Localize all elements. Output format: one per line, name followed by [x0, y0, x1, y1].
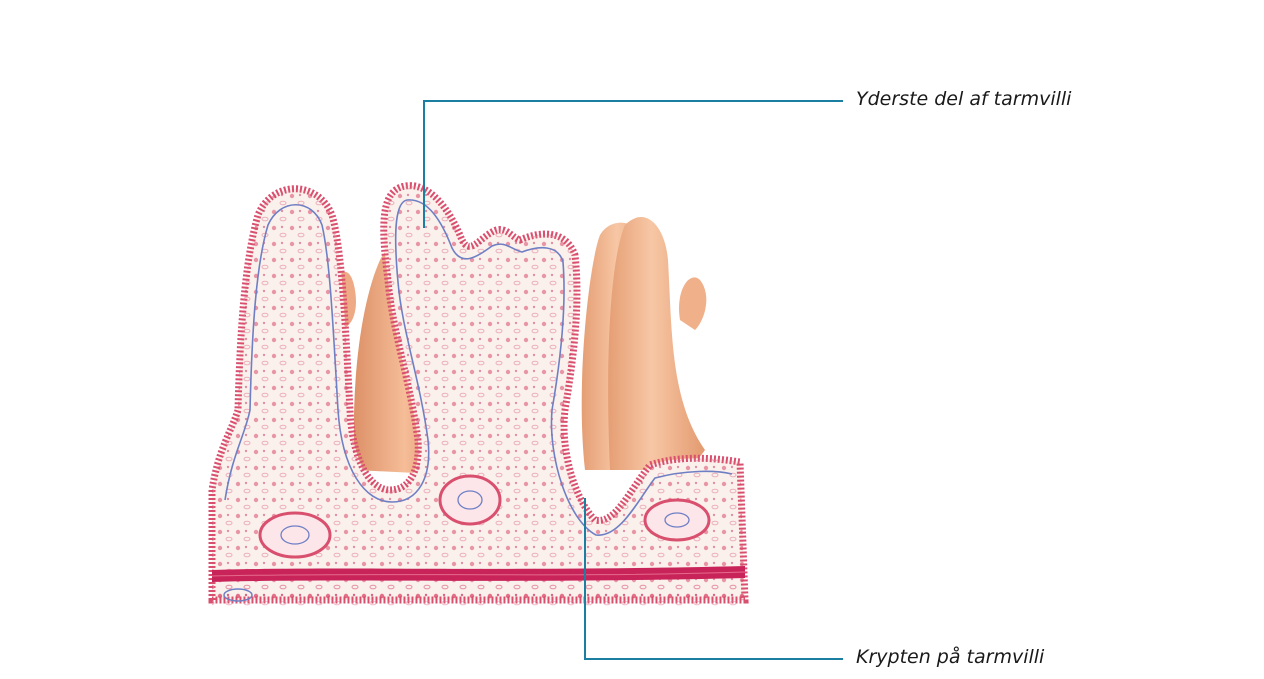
leader-line-top [424, 101, 843, 228]
label-villus-tip: Yderste del af tarmvilli [856, 88, 1071, 110]
label-villus-crypt: Krypten på tarmvilli [856, 646, 1044, 668]
